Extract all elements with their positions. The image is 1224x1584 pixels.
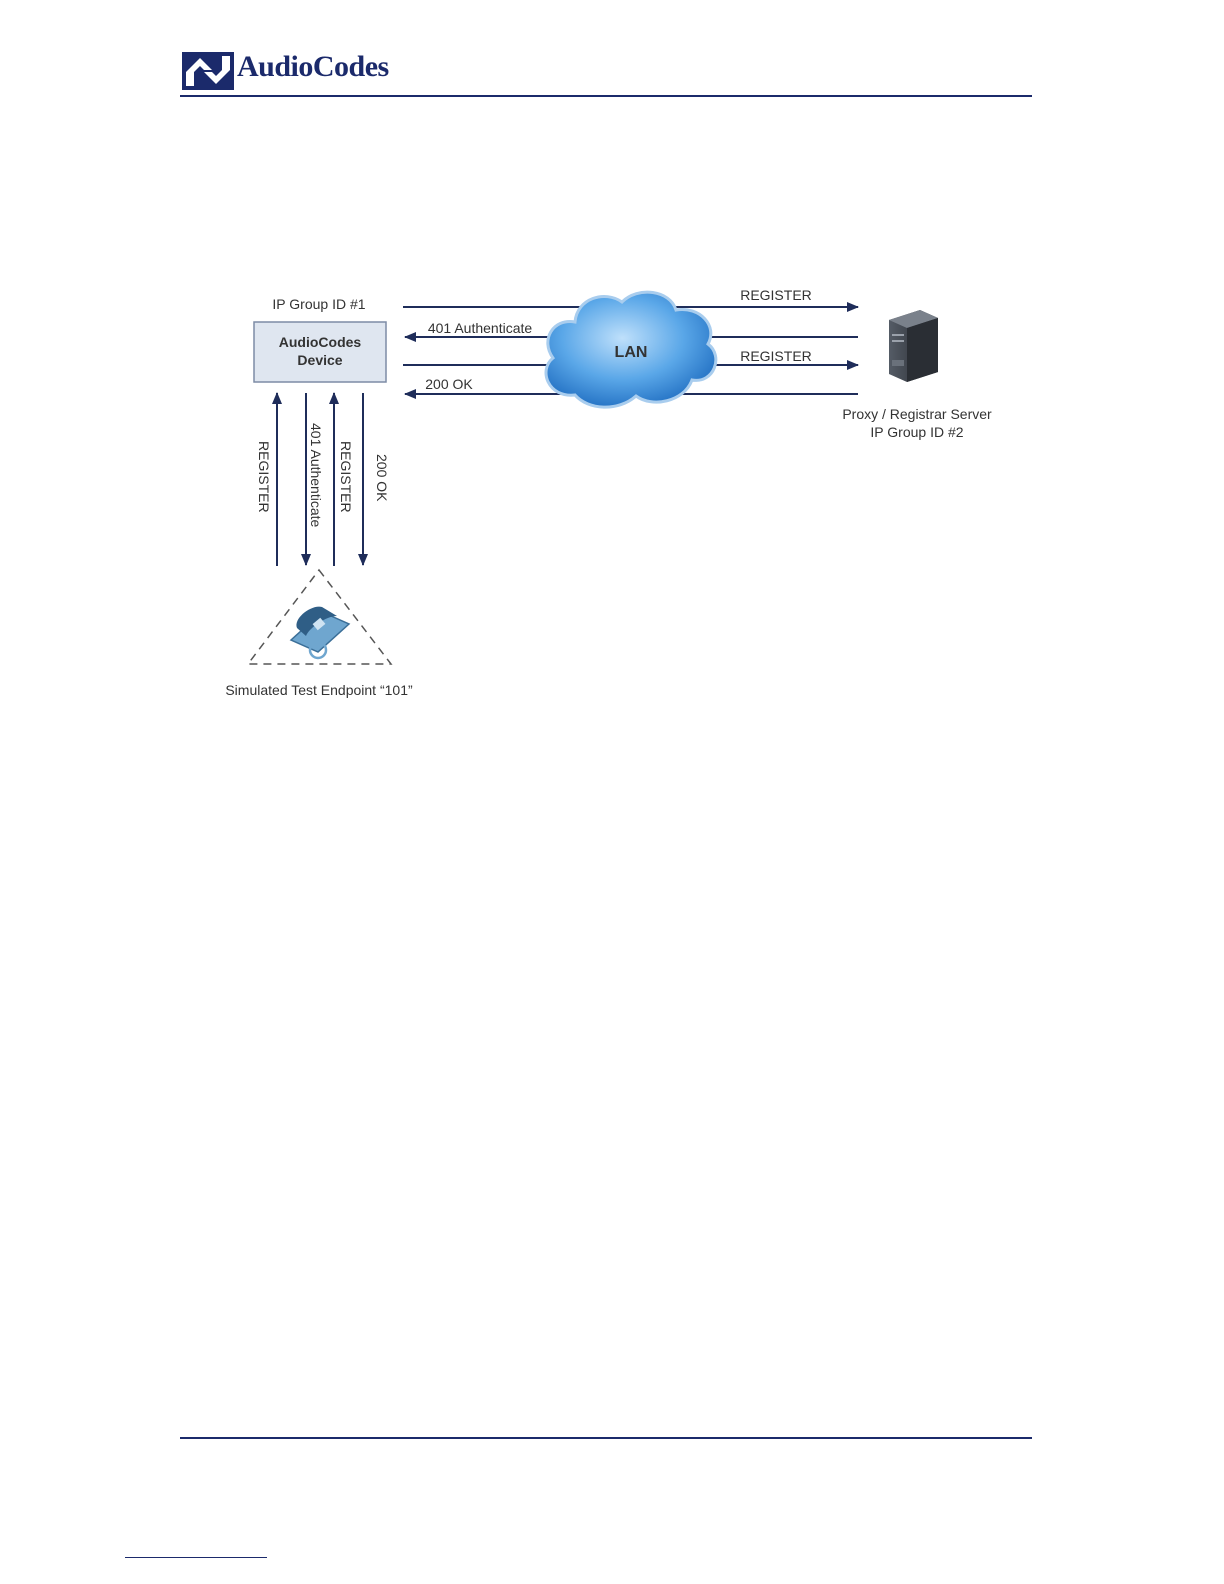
footnote-rule — [125, 1557, 267, 1558]
msg-lan-register-1: REGISTER — [740, 287, 812, 303]
device-label-line2: Device — [297, 352, 342, 368]
msg-lan-register-2: REGISTER — [740, 348, 812, 364]
msg-lan-200-ok: 200 OK — [425, 376, 473, 392]
server-label-line2: IP Group ID #2 — [870, 424, 963, 440]
msg-vertical-register-2: REGISTER — [338, 441, 354, 513]
msg-vertical-200-ok: 200 OK — [374, 454, 390, 502]
device-label-line1: AudioCodes — [279, 334, 362, 350]
endpoint-label: Simulated Test Endpoint “101” — [225, 682, 413, 698]
server-label-line1: Proxy / Registrar Server — [842, 406, 992, 422]
server-icon — [889, 310, 938, 382]
lan-label: LAN — [615, 344, 648, 361]
msg-lan-401-authenticate: 401 Authenticate — [428, 320, 533, 336]
device-group-label: IP Group ID #1 — [272, 296, 365, 312]
phone-icon — [291, 607, 349, 658]
msg-vertical-register-1: REGISTER — [256, 441, 272, 513]
footer-rule — [180, 1437, 1032, 1439]
msg-vertical-401-authenticate: 401 Authenticate — [308, 423, 324, 528]
